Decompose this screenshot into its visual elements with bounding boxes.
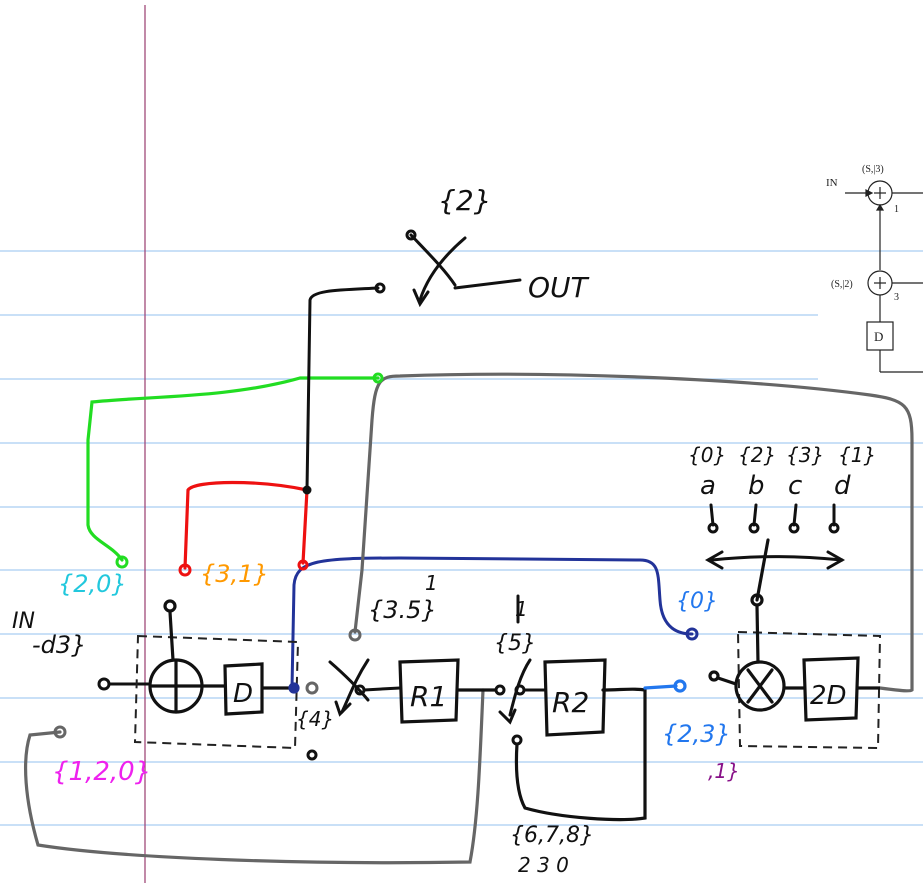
label-block-2d: 2D <box>810 681 847 711</box>
label-set-4: {4} <box>296 707 334 731</box>
register-r2 <box>514 658 687 822</box>
label-in: IN <box>12 609 35 634</box>
label-set-23: {2,3} <box>662 720 731 748</box>
block-2d <box>802 656 880 722</box>
switch-1 <box>305 628 402 761</box>
wire-output <box>305 286 380 492</box>
label-set-0: {0} <box>676 589 718 614</box>
input-path <box>97 677 150 691</box>
label-set-678-sub: 2 3 0 <box>518 853 569 877</box>
label-set-678: {6,7,8} <box>510 823 594 848</box>
label-set-3-5: {3.5} <box>368 596 437 624</box>
reference-s2: (S,|2) <box>831 279 853 290</box>
coef-name-d: d <box>834 471 851 501</box>
label-set-120: {1,2,0} <box>52 757 151 787</box>
wire-blue <box>290 556 694 690</box>
reference-s3: (S,|3) <box>862 164 884 175</box>
adder-icon <box>148 599 227 714</box>
reference-d: D <box>874 329 883 344</box>
label-green-set: {2,0} <box>58 570 127 598</box>
coef-set-d: {1} <box>838 443 876 467</box>
reference-in: IN <box>826 177 838 189</box>
ruled-lines <box>0 250 923 826</box>
label-set-2: {2} <box>438 184 491 217</box>
multiplier-icon <box>708 538 806 712</box>
wire-green <box>86 376 380 562</box>
label-in-delay: -d3} <box>32 631 86 659</box>
dashed-box-right <box>736 630 882 750</box>
label-block-r2: R2 <box>552 686 589 719</box>
wire-gray-top <box>353 372 914 693</box>
reference-diagram <box>845 180 923 373</box>
dashed-box-left <box>133 634 300 750</box>
reference-n1: 1 <box>894 204 899 215</box>
delay-block <box>223 662 300 716</box>
switch-2 <box>494 594 547 746</box>
coef-name-b: b <box>748 471 765 501</box>
label-red-set: {3,1} <box>200 560 269 588</box>
output-switch <box>374 229 522 308</box>
coef-name-a: a <box>700 471 716 501</box>
terminals <box>53 372 699 739</box>
label-tick-2: 1 <box>515 597 528 621</box>
label-tick-1: 1 <box>425 571 438 595</box>
coef-name-c: c <box>788 471 802 501</box>
label-block-r1: R1 <box>410 680 447 713</box>
label-out: OUT <box>528 271 590 304</box>
label-block-d: D <box>233 679 253 709</box>
label-set-5: {5} <box>494 631 536 656</box>
coef-set-a: {0} <box>688 443 726 467</box>
coef-set-c: {3} <box>786 443 824 467</box>
label-set-23-tail: ,1} <box>708 759 740 783</box>
register-r1 <box>398 658 496 724</box>
coefficient-labels: {0} {2} {3} {1} a b c d <box>688 443 876 501</box>
reference-n3: 3 <box>894 292 899 303</box>
coef-set-b: {2} <box>738 443 776 467</box>
coefficient-selector <box>704 503 846 570</box>
wire-red <box>183 480 309 570</box>
wire-gray-bottom <box>23 688 485 865</box>
